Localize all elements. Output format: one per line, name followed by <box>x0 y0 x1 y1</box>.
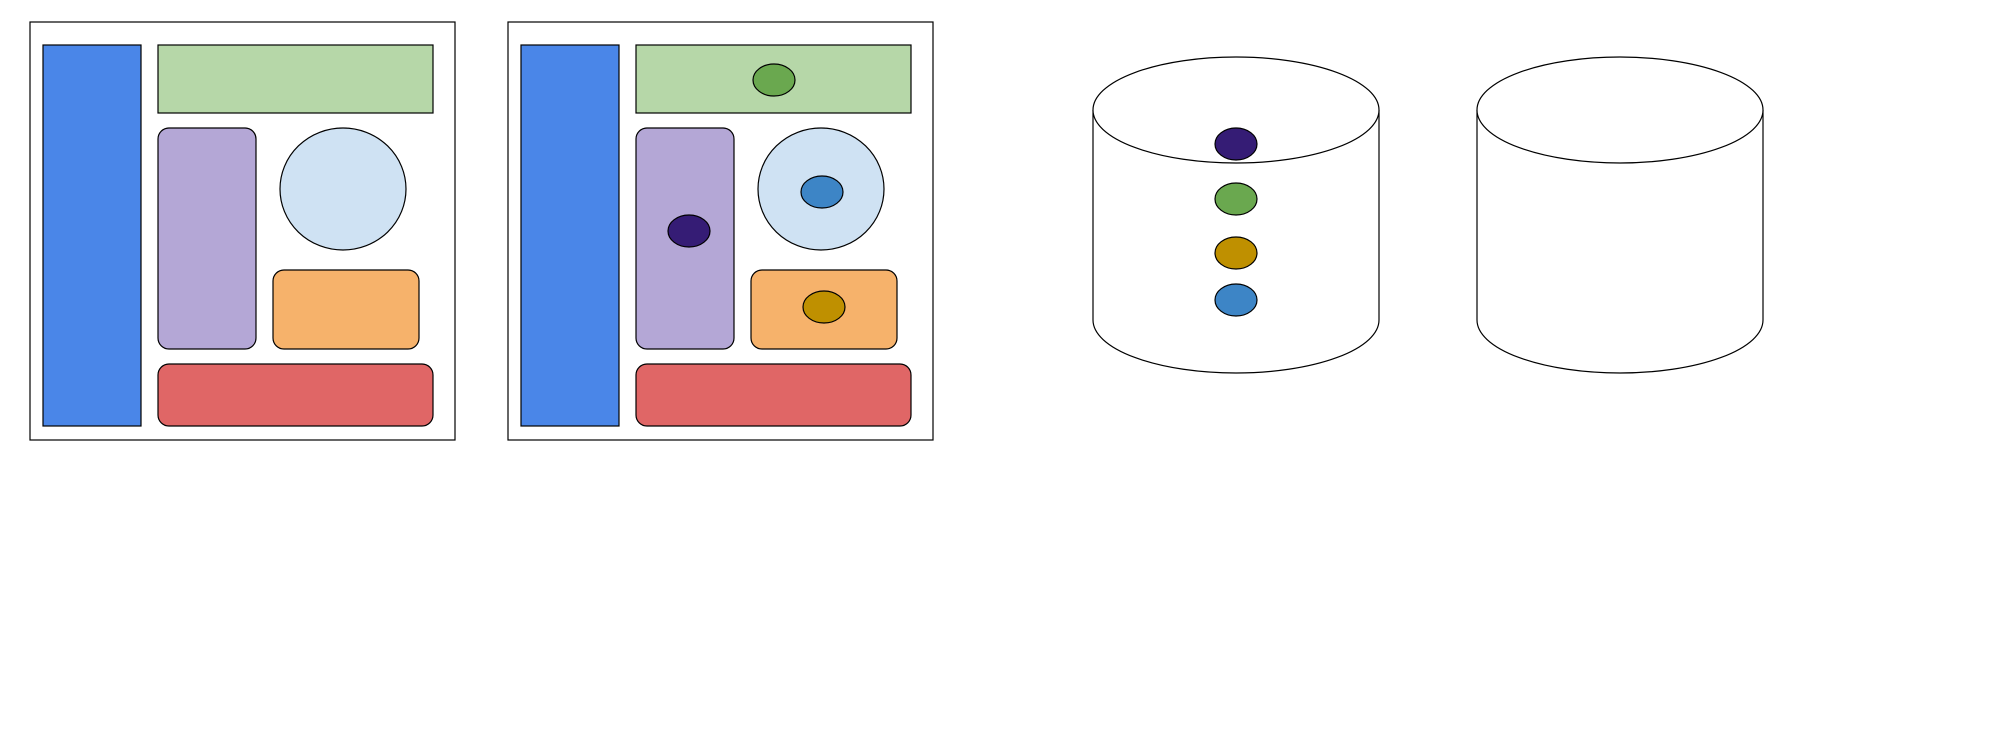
bottom-bar-region <box>635 363 912 427</box>
left-column-region <box>520 44 620 427</box>
top-banner-region <box>157 44 434 114</box>
token-blue[interactable] <box>1214 283 1258 317</box>
tall-card-region <box>157 127 257 350</box>
token-navy[interactable] <box>1214 127 1258 161</box>
panel-layout-empty <box>29 21 456 441</box>
small-card-region <box>272 269 420 350</box>
panel-layout-filled <box>507 21 934 441</box>
container-full <box>1092 56 1380 374</box>
token-gold[interactable] <box>802 290 846 324</box>
bottom-bar-region <box>157 363 434 427</box>
token-green[interactable] <box>1214 182 1258 216</box>
cylinder-top <box>1092 56 1380 164</box>
token-green[interactable] <box>752 63 796 97</box>
cylinder-top <box>1476 56 1764 164</box>
cylinder-body <box>1476 110 1764 374</box>
circle-slot-region <box>279 127 407 251</box>
token-navy[interactable] <box>667 214 711 248</box>
token-gold[interactable] <box>1214 236 1258 270</box>
container-empty <box>1476 56 1764 374</box>
token-blue[interactable] <box>800 175 844 209</box>
left-column-region <box>42 44 142 427</box>
